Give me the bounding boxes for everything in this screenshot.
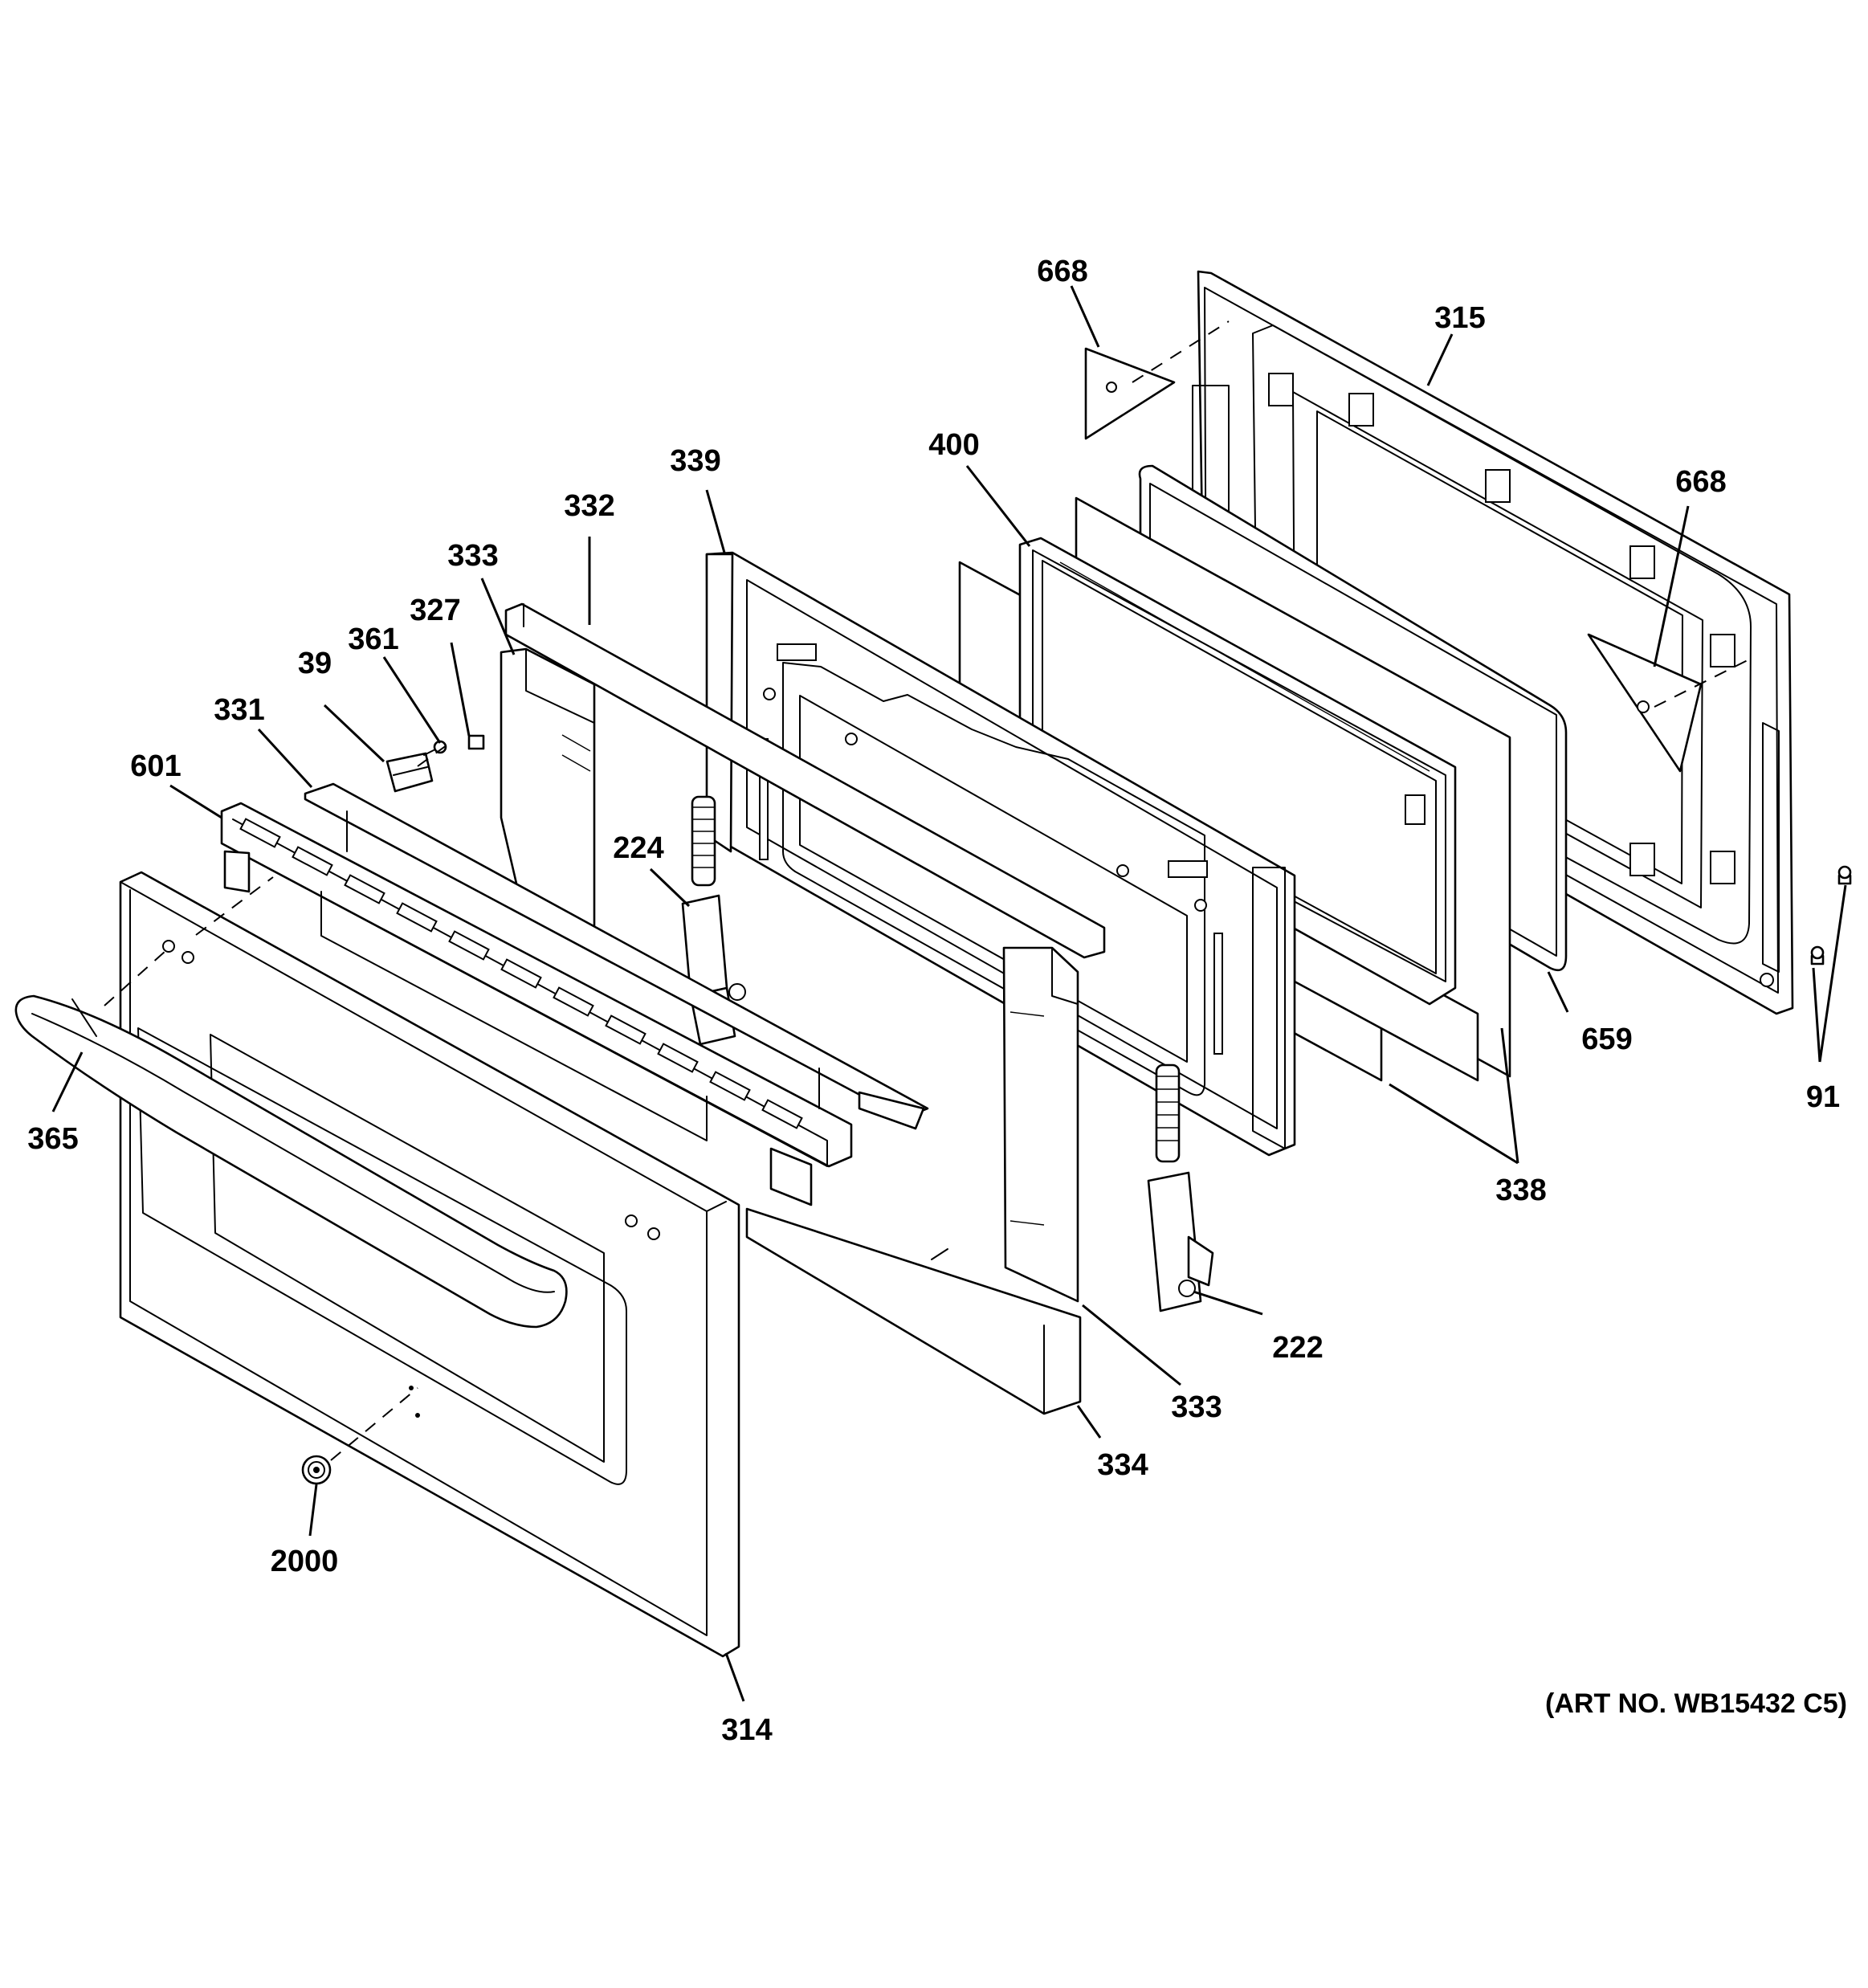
callout-361: 361 [348,623,398,656]
callout-222: 222 [1272,1331,1323,1365]
lock-bracket-part-39 [385,752,434,793]
art-number: (ART NO. WB15432 C5) [1545,1688,1847,1719]
callout-327: 327 [410,594,460,627]
callout-333-lower: 333 [1171,1390,1222,1424]
inner-door-liner-part-315 [1192,270,1794,1015]
glass-pack-assembly-part-400 [1018,537,1457,1006]
heat-shield-label-part-668-upper [1084,347,1176,440]
alignment-lines [104,320,1752,1461]
badge-part-2000 [301,1455,332,1485]
callout-339: 339 [670,444,720,478]
callout-314: 314 [721,1713,772,1747]
side-insulation-part-333-right [1002,946,1079,1303]
leader-lines [51,285,1847,1702]
screws-part-91 [1810,865,1852,965]
callout-601: 601 [130,749,181,783]
callout-2000: 2000 [271,1545,339,1578]
callout-400: 400 [928,428,979,462]
callout-224: 224 [613,831,663,865]
heat-shield-label-part-668-lower [1587,633,1703,773]
callout-659: 659 [1581,1023,1632,1056]
callout-315: 315 [1434,301,1485,335]
vent-trim-part-331 [304,782,929,1130]
callout-39: 39 [298,647,332,680]
vent-slots [239,818,803,1129]
door-hinge-part-222 [1147,1063,1214,1312]
door-vent-part-601 [220,802,853,1206]
callout-331: 331 [214,693,264,727]
door-handle-part-365 [14,994,568,1329]
callout-365: 365 [27,1122,78,1156]
callout-668-lower: 668 [1675,465,1726,499]
callout-332: 332 [564,489,614,523]
callout-338: 338 [1495,1174,1546,1207]
callout-668-upper: 668 [1037,255,1087,288]
callout-334: 334 [1097,1448,1148,1482]
callout-333-upper: 333 [447,539,498,573]
clip-part-327 [467,734,485,750]
callout-91: 91 [1806,1080,1840,1114]
callout-labels: 668 315 668 400 339 332 333 327 361 39 3… [27,255,1840,1747]
bottom-insulation-part-334 [745,1207,1082,1415]
